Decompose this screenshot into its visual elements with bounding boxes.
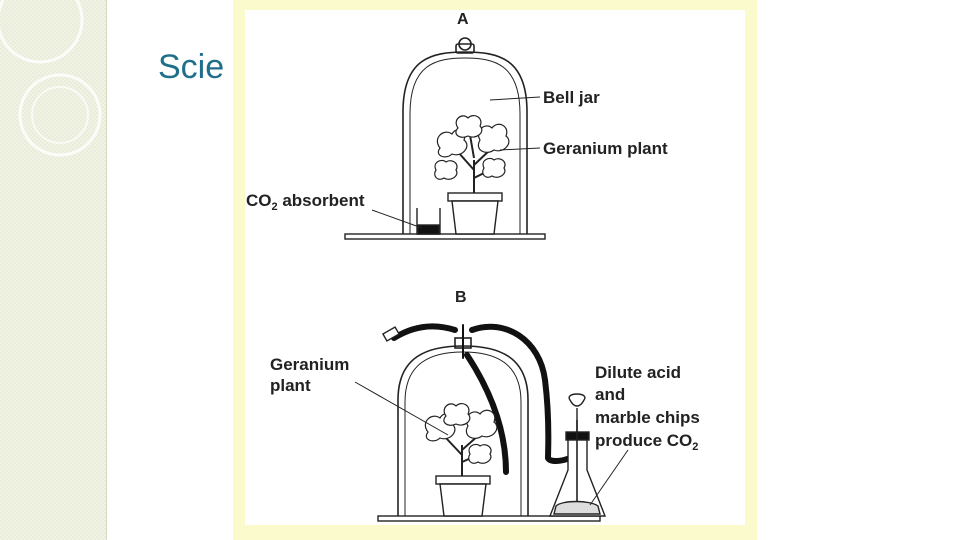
tube-clamp: [381, 326, 401, 342]
base-plate-b: [377, 515, 601, 522]
decorative-circles: [0, 0, 102, 157]
label-acid-line3: marble chips: [595, 408, 700, 427]
co2-absorbent-beaker: [416, 208, 441, 235]
label-acid-line2: and: [595, 385, 625, 404]
panel-b-letter: B: [455, 289, 467, 306]
decorative-side-panel: [0, 0, 107, 540]
flower-pot-a: [447, 192, 503, 235]
reaction-flask: [548, 393, 607, 517]
label-leaders-b: [354, 381, 629, 506]
label-co2-absorbent: CO2 absorbent: [246, 191, 365, 213]
panel-a-letter: A: [457, 11, 469, 28]
label-geranium-plant-a: Geranium plant: [543, 139, 668, 158]
figure-panel: [245, 10, 745, 525]
geranium-plant-b: [424, 402, 498, 476]
label-bell-jar: Bell jar: [543, 88, 600, 107]
label-geranium-b-line1: Geranium: [270, 355, 349, 374]
base-plate-a: [344, 233, 546, 240]
label-acid-line1: Dilute acid: [595, 363, 681, 382]
label-leaders-a: [371, 96, 541, 229]
geranium-plant-a: [434, 114, 510, 193]
label-acid-line4: produce CO2: [595, 431, 698, 453]
bell-jar-a: [402, 37, 528, 235]
flower-pot-b: [435, 475, 491, 517]
gas-tubing: [391, 323, 573, 475]
slide-title: Scie: [158, 48, 225, 86]
label-geranium-b-line2: plant: [270, 376, 311, 395]
